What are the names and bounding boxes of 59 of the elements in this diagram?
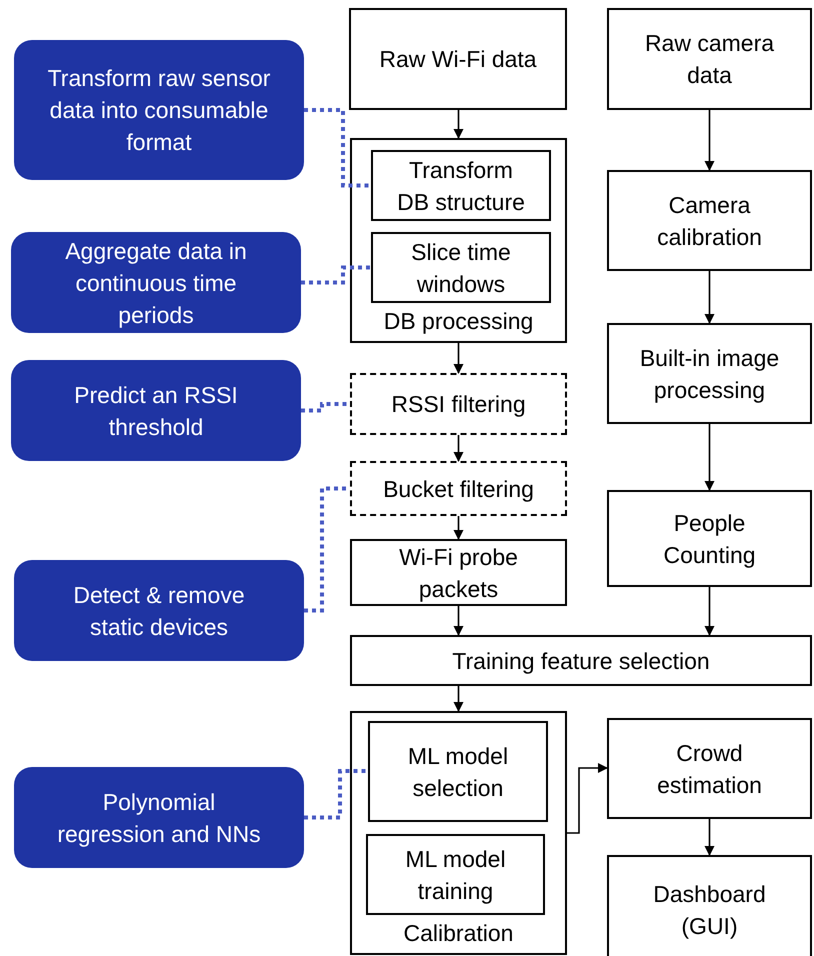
process-box <box>368 721 548 822</box>
arrow <box>454 343 464 374</box>
process-box <box>371 150 551 221</box>
node-label: Training feature selection <box>452 646 710 676</box>
optional-process-box <box>350 461 567 516</box>
process-box <box>607 718 812 819</box>
process-box <box>350 635 812 686</box>
node-label: Camera calibration <box>656 190 763 252</box>
arrow <box>454 606 464 636</box>
process-box <box>607 170 812 271</box>
node-label: Wi-Fi probe packets <box>398 542 519 604</box>
process-box <box>607 855 812 956</box>
node-label: Detect & remove static devices <box>72 580 246 642</box>
node-label: Transform raw sensor data into consumable format <box>46 64 272 157</box>
node-label: Raw camera data <box>644 29 776 90</box>
process-box <box>607 323 812 424</box>
process-box <box>350 539 567 606</box>
node-label: Calibration <box>404 920 514 947</box>
arrow <box>704 819 714 856</box>
node-label: Transform DB structure <box>396 156 526 216</box>
annotation-box <box>14 560 304 661</box>
optional-process-box <box>350 373 567 435</box>
arrow <box>454 686 464 712</box>
node-label: Slice time windows <box>410 238 512 298</box>
process-box <box>607 490 812 587</box>
process-box <box>366 834 545 915</box>
arrow <box>704 587 714 636</box>
process-box <box>371 232 551 303</box>
arrow <box>704 424 714 491</box>
annotation-box <box>11 232 301 333</box>
node-label: Raw Wi-Fi data <box>379 45 537 74</box>
dotted-connector <box>301 266 371 284</box>
arrow <box>454 516 464 540</box>
annotation-box <box>14 40 304 180</box>
node-label: Bucket filtering <box>383 474 534 504</box>
node-label: People Counting <box>662 508 757 570</box>
arrow <box>704 110 714 171</box>
arrow <box>567 763 608 834</box>
node-label: Crowd estimation <box>656 738 763 800</box>
annotation-box <box>11 360 301 461</box>
node-label: RSSI filtering <box>391 390 526 419</box>
process-box <box>607 8 812 110</box>
arrow <box>704 271 714 324</box>
node-label: Predict an RSSI threshold <box>73 380 239 442</box>
node-label: ML model selection <box>406 742 510 802</box>
node-label: Built-in image processing <box>638 344 780 405</box>
group-box <box>350 138 567 343</box>
arrow <box>454 435 464 462</box>
process-box <box>349 8 567 110</box>
node-label: Polynomial regression and NNs <box>56 788 262 849</box>
dotted-connector <box>304 108 371 188</box>
node-label: ML model training <box>404 844 507 906</box>
arrow <box>454 110 464 139</box>
annotation-box <box>14 767 304 868</box>
dotted-connector <box>304 769 368 820</box>
node-label: DB processing <box>384 308 534 335</box>
node-label: Aggregate data in continuous time periods <box>64 236 248 330</box>
group-box <box>350 711 567 955</box>
node-label: Dashboard (GUI) <box>652 880 767 941</box>
